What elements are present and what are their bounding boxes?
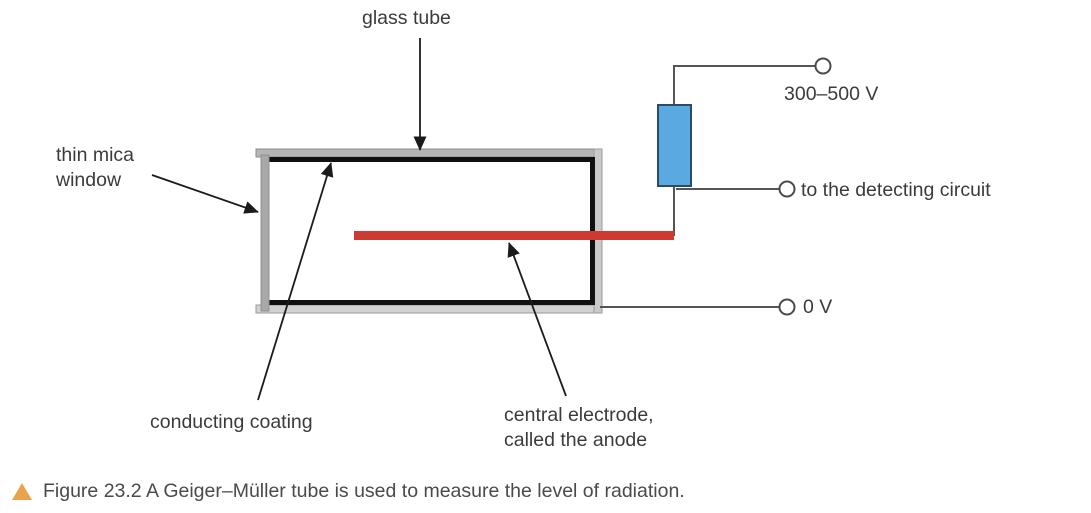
label-thin-mica-window-line2: window	[56, 169, 122, 191]
label-conducting-coating: conducting coating	[150, 411, 313, 433]
label-thin-mica-window-line1: thin mica	[56, 144, 135, 166]
terminal-0v[interactable]	[778, 298, 796, 316]
leader-central-electrode	[507, 242, 567, 397]
circuit-wiring	[600, 65, 818, 308]
mica-window-bar	[260, 154, 270, 312]
terminal-detecting-circuit[interactable]	[778, 180, 796, 198]
label-supply-voltage: 300–500 V	[784, 83, 879, 105]
leader-lines	[151, 38, 567, 401]
leader-conducting-coating	[257, 162, 334, 401]
figure-caption-text: Figure 23.2 A Geiger–Müller tube is used…	[43, 480, 685, 502]
resistor-block	[657, 104, 692, 187]
triangle-marker-icon	[12, 483, 32, 500]
label-glass-tube: glass tube	[362, 7, 451, 29]
label-zero-volts: 0 V	[803, 296, 833, 318]
label-central-electrode-line1: central electrode,	[504, 404, 654, 426]
leader-mica-window	[151, 174, 259, 214]
figure-caption-bar: Figure 23.2 A Geiger–Müller tube is used…	[0, 470, 1091, 513]
terminal-300-500v[interactable]	[814, 57, 832, 75]
label-detecting-circuit: to the detecting circuit	[801, 179, 991, 201]
central-anode-rod	[354, 231, 674, 240]
label-central-electrode-line2: called the anode	[504, 429, 648, 451]
